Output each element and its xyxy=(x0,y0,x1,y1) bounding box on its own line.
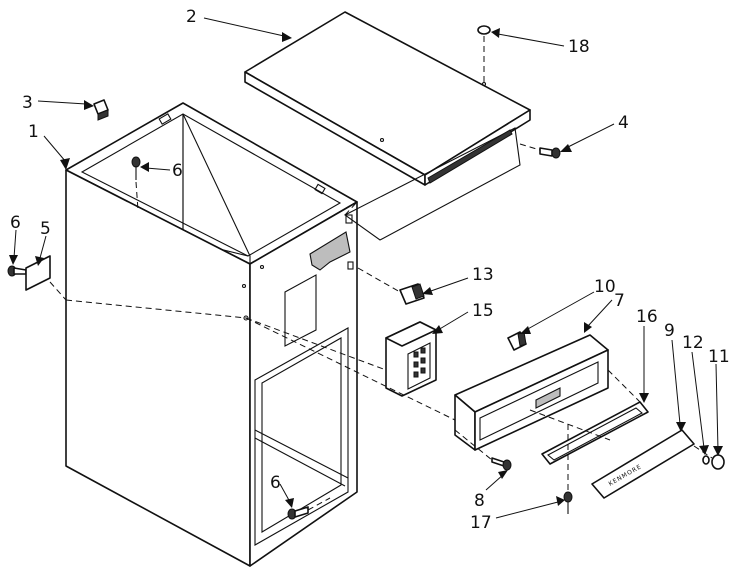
callout-6-left: 6 xyxy=(10,213,21,233)
cabinet xyxy=(65,102,358,567)
callout-18: 18 xyxy=(568,37,590,57)
knob xyxy=(507,331,527,351)
panel-screw xyxy=(454,429,512,471)
screw-bottom xyxy=(287,497,331,520)
nameplate: KENMORE xyxy=(591,429,695,499)
callout-5: 5 xyxy=(40,219,51,239)
callout-4: 4 xyxy=(618,113,629,133)
callout-labels: 1 2 3 4 5 6 6 6 7 8 9 10 11 12 13 15 16 … xyxy=(10,7,730,533)
side-bracket xyxy=(25,255,67,301)
callout-15: 15 xyxy=(472,301,494,321)
callout-9: 9 xyxy=(664,321,675,341)
bottom-screw xyxy=(563,424,573,514)
callout-3: 3 xyxy=(22,93,33,113)
cabinet-right-face xyxy=(249,201,358,567)
control-panel xyxy=(245,317,609,451)
plug-button xyxy=(477,25,491,84)
switch xyxy=(357,267,425,305)
lid-screw xyxy=(519,143,561,159)
callout-6-upper: 6 xyxy=(172,161,183,181)
top-lid xyxy=(244,11,531,241)
callout-7: 7 xyxy=(614,291,625,311)
callout-1: 1 xyxy=(28,122,39,142)
callout-17: 17 xyxy=(470,513,492,533)
washer xyxy=(702,455,710,465)
callout-16: 16 xyxy=(636,307,658,327)
callout-12: 12 xyxy=(682,333,704,353)
callout-11: 11 xyxy=(708,347,730,367)
callout-leaders xyxy=(9,17,723,519)
callout-13: 13 xyxy=(472,265,494,285)
screw-top xyxy=(131,156,141,211)
callout-2: 2 xyxy=(186,7,197,27)
callout-6-bottom: 6 xyxy=(270,473,281,493)
screw-left xyxy=(7,265,27,277)
callout-8: 8 xyxy=(474,491,485,511)
corner-clip xyxy=(93,99,109,121)
callout-10: 10 xyxy=(594,277,616,297)
